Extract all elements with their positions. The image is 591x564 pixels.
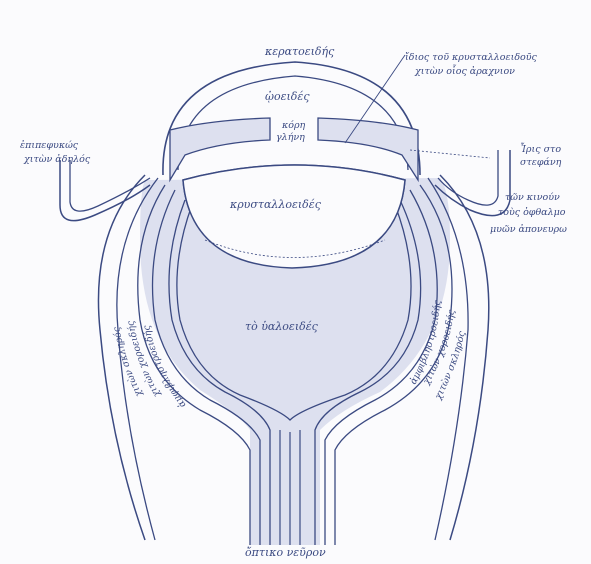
cornea bbox=[163, 62, 420, 175]
conjunctiva-left-in bbox=[70, 160, 150, 211]
label-idios-2: χιτὼν οἷος ἀραχνιον bbox=[414, 64, 515, 77]
label-kore-2: γλήνη bbox=[276, 132, 305, 143]
label-oroeides: ᾠοειδές bbox=[265, 90, 310, 103]
label-muscles-2: τοὺς ὀφθαλμο bbox=[498, 207, 566, 218]
label-krystalloeides: κρυσταλλοειδές bbox=[229, 198, 322, 211]
label-nerve: ὄπτικο νεῦρον bbox=[245, 546, 326, 559]
label-iris-1: Ἶρις στο bbox=[520, 142, 561, 155]
label-epipephykos-2: χιτὼν ἀδηλός bbox=[23, 154, 91, 165]
leader-iris bbox=[410, 150, 490, 158]
label-idios-1: ἴδιος τοῦ κρυσταλλοειδοῦς bbox=[405, 52, 538, 63]
label-kore-1: κόρη bbox=[281, 120, 306, 131]
label-epipephykos-1: ἐπιπεφυκώς bbox=[20, 140, 79, 151]
label-hyaloeides: τὸ ὑαλοειδές bbox=[245, 320, 319, 333]
label-keratoeides: κερατοειδής bbox=[264, 45, 335, 58]
label-muscles-1: τῶν κινούν bbox=[505, 192, 560, 203]
label-iris-2: στεφάνη bbox=[520, 157, 562, 168]
label-muscles-3: μυῶν ἀπονευρω bbox=[490, 224, 567, 235]
